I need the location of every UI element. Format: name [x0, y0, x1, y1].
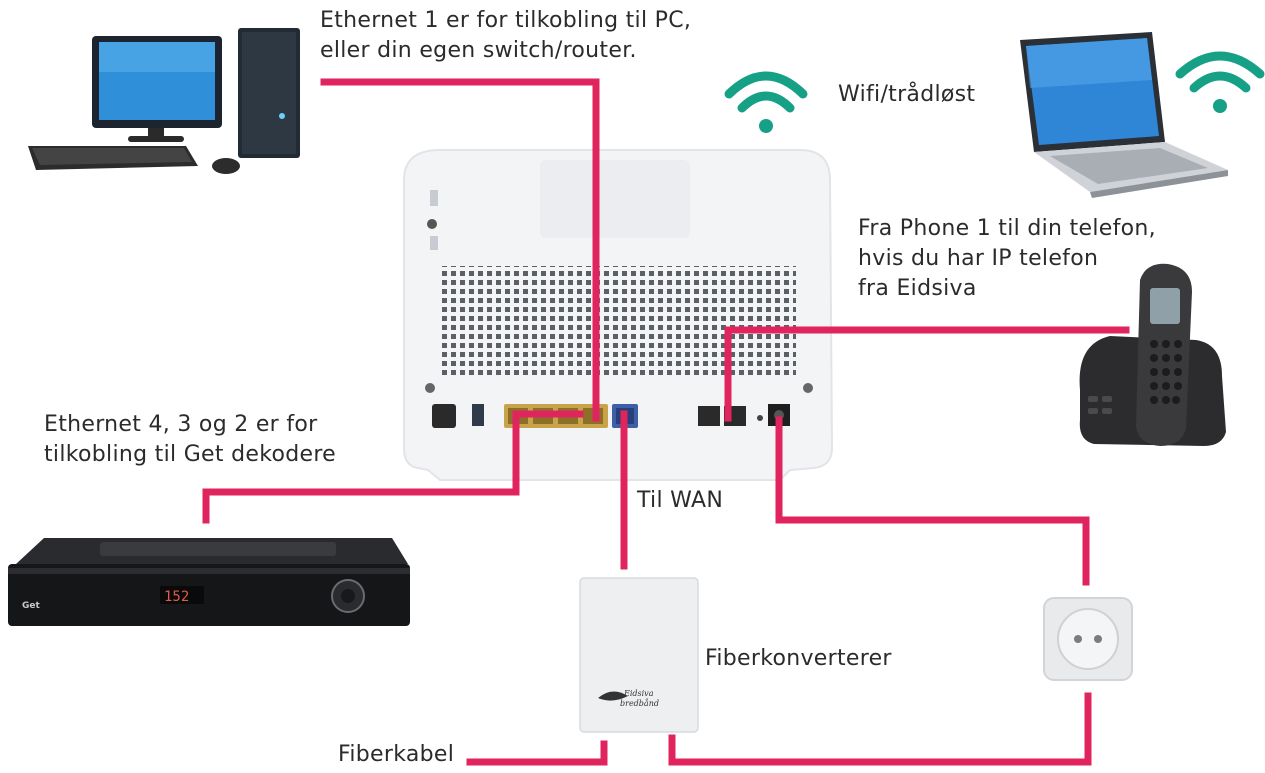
- label-ethernet432-line1: Ethernet 4, 3 og 2 er for: [44, 412, 318, 437]
- label-ethernet432: Ethernet 4, 3 og 2 er for tilkobling til…: [44, 410, 336, 470]
- wifi-arc: [724, 71, 808, 99]
- label-wan: Til WAN: [637, 488, 724, 513]
- label-ethernet432-line2: tilkobling til Get dekodere: [44, 442, 337, 467]
- eidsiva-logo-icon: [598, 691, 628, 701]
- cables: [202, 78, 1130, 766]
- label-ethernet1-line2: eller din egen switch/router.: [320, 38, 637, 63]
- wifi-arc: [737, 91, 795, 113]
- cordless-phone: [1079, 263, 1226, 446]
- cable-fiber: [466, 740, 608, 766]
- cable-power: [775, 416, 1090, 586]
- label-ethernet1: Ethernet 1 er for tilkobling til PC, ell…: [320, 6, 691, 66]
- wifi-icon-router: [724, 71, 808, 133]
- cable-ethernet1: [320, 78, 600, 422]
- converter-brand-line2: bredbånd: [620, 699, 659, 708]
- wifi-icon-laptop: [1175, 51, 1265, 113]
- router: [403, 149, 834, 481]
- label-wifi: Wifi/trådløst: [838, 82, 976, 107]
- cable-converter-socket: [668, 692, 1092, 766]
- router-vents: [438, 266, 796, 376]
- label-phone-line3: fra Eidsiva: [858, 276, 977, 301]
- wifi-arc: [1189, 71, 1251, 93]
- label-phone-line1: Fra Phone 1 til din telefon,: [858, 216, 1156, 241]
- wifi-dot: [1213, 99, 1227, 113]
- cable-phone: [724, 326, 1130, 422]
- wifi-dot: [759, 119, 773, 133]
- cable-ethernet-decoder: [202, 410, 584, 524]
- fiber-converter: Eidsiva bredbånd: [579, 577, 699, 733]
- label-ethernet1-line1: Ethernet 1 er for tilkobling til PC,: [320, 8, 692, 33]
- get-decoder: 152 Get: [8, 538, 410, 626]
- decoder-brand: Get: [22, 601, 40, 611]
- label-fiber-converter: Fiberkonverterer: [705, 646, 892, 671]
- converter-brand-line1: Eidsiva: [623, 689, 654, 698]
- decoder-display: 152: [164, 589, 189, 605]
- label-phone-line2: hvis du har IP telefon: [858, 246, 1099, 271]
- laptop: [1020, 32, 1228, 198]
- desktop-pc: [28, 28, 300, 174]
- label-fiber-cable: Fiberkabel: [338, 742, 455, 767]
- label-phone: Fra Phone 1 til din telefon, hvis du har…: [858, 214, 1156, 304]
- wifi-arc: [1175, 51, 1265, 79]
- power-socket: [1043, 597, 1133, 681]
